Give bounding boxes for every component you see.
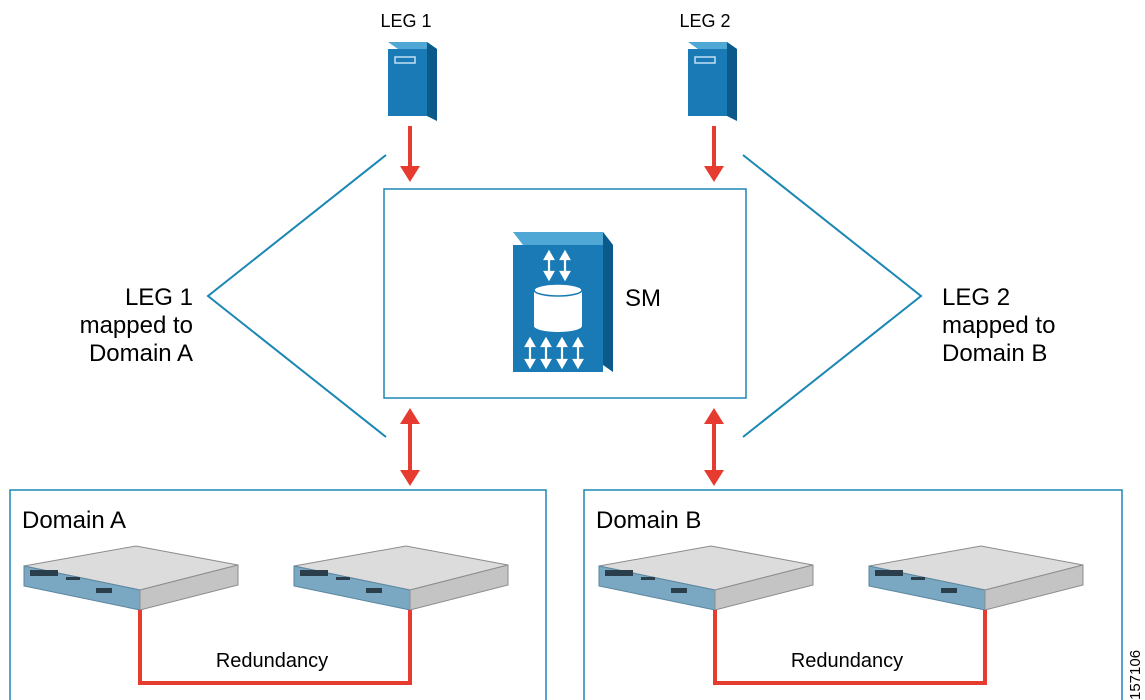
- right-mapping-line-2: mapped to: [942, 312, 1055, 339]
- sm-domain-a-bidirectional-arrow: [400, 408, 420, 486]
- right-mapping-line-1: LEG 2: [942, 284, 1010, 311]
- leg2-to-sm-arrow: [704, 126, 724, 182]
- left-mapping-line-3: Domain A: [89, 340, 193, 367]
- router-switch-icon: [293, 545, 509, 611]
- figure-id: 157106: [1127, 650, 1144, 700]
- domain-b-redundancy-label: Redundancy: [791, 650, 903, 672]
- leg1-server-label: LEG 1: [380, 11, 431, 31]
- leg1-server: LEG 1: [380, 11, 437, 121]
- domain-a-redundancy-link: [138, 610, 412, 685]
- right-mapping-line-3: Domain B: [942, 340, 1047, 367]
- domain-b-redundancy-link: [713, 610, 987, 685]
- tower-server-icon: [388, 42, 437, 121]
- router-switch-icon: [598, 545, 814, 611]
- domain-a-title: Domain A: [22, 507, 126, 534]
- router-switch-icon: [868, 545, 1084, 611]
- left-mapping-line-1: LEG 1: [125, 284, 193, 311]
- domain-b-box: [583, 489, 1123, 700]
- session-manager-icon: [513, 232, 613, 372]
- left-mapping-line-2: mapped to: [80, 312, 193, 339]
- domain-a-redundancy-label: Redundancy: [216, 650, 328, 672]
- right-mapping-text: LEG 2 mapped to Domain B: [942, 284, 1055, 367]
- domain-a-box: [9, 489, 547, 700]
- left-mapping-text: LEG 1 mapped to Domain A: [80, 284, 193, 367]
- session-manager-label: SM: [625, 285, 661, 312]
- leg2-server-label: LEG 2: [679, 11, 730, 31]
- leg2-server: LEG 2: [679, 11, 737, 121]
- left-mapping-bracket: [206, 154, 387, 438]
- right-mapping-bracket: [742, 154, 923, 438]
- router-switch-icon: [23, 545, 239, 611]
- tower-server-icon: [688, 42, 737, 121]
- leg1-to-sm-arrow: [400, 126, 420, 182]
- domain-b-title: Domain B: [596, 507, 701, 534]
- sm-domain-b-bidirectional-arrow: [704, 408, 724, 486]
